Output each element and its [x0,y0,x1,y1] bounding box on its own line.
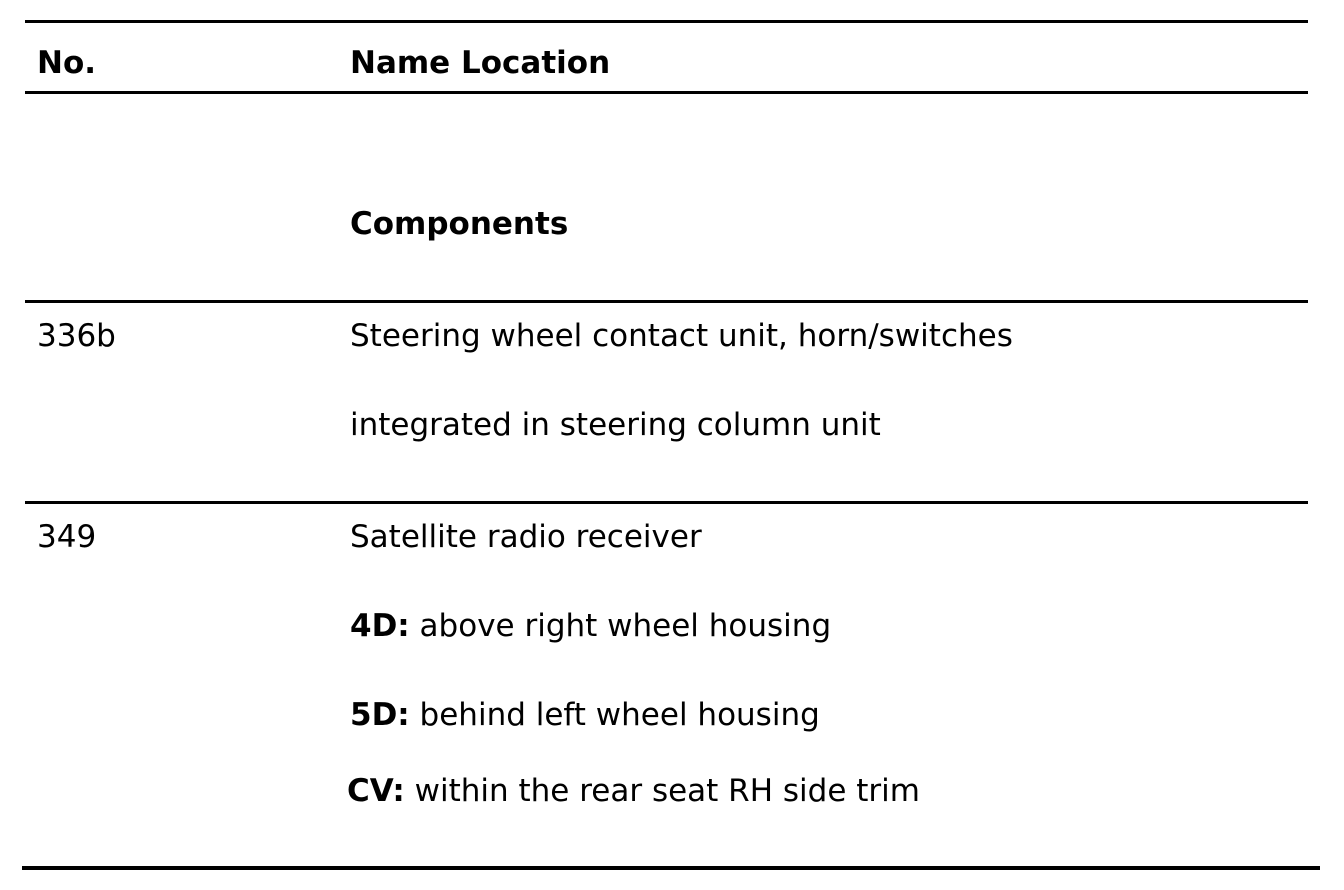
row-description-line: CV: within the rear seat RH side trim [347,771,920,811]
description-text: above right wheel housing [409,608,832,644]
row-divider [25,300,1308,303]
row-description-line: Steering wheel contact unit, horn/switch… [350,316,1013,356]
header-name-location: Name Location [350,45,611,81]
row-divider [25,501,1308,504]
description-text: within the rear seat RH side trim [404,773,920,809]
section-title: Components [350,206,569,242]
description-text: Steering wheel contact unit, horn/switch… [350,318,1013,354]
row-number: 349 [37,519,97,555]
table-top-rule [25,20,1308,23]
variant-label: 5D: [350,697,410,733]
description-text: behind left wheel housing [409,697,820,733]
row-description-line: 5D: behind left wheel housing [350,695,820,735]
row-description-line: integrated in steering column unit [350,405,881,445]
description-text: integrated in steering column unit [350,407,881,443]
row-number: 336b [37,318,116,354]
row-description-line: Satellite radio receiver [350,517,702,557]
variant-label: CV: [347,773,405,809]
header-no: No. [37,45,97,81]
row-description-line: 4D: above right wheel housing [350,606,831,646]
header-bottom-rule [25,91,1308,94]
table-bottom-rule [22,866,1320,870]
description-text: Satellite radio receiver [350,519,702,555]
variant-label: 4D: [350,608,410,644]
